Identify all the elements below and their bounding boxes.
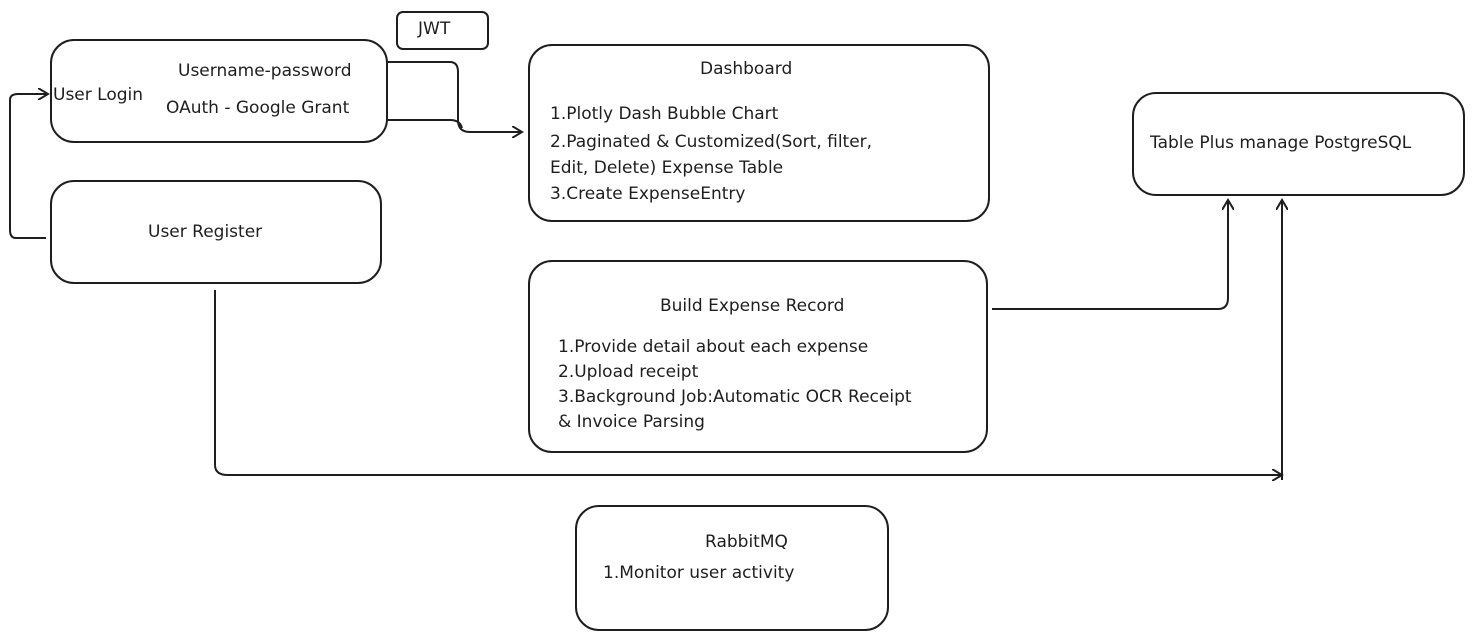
rabbitmq-box bbox=[575, 505, 889, 631]
postgresql-label: Table Plus manage PostgreSQL bbox=[1150, 133, 1412, 153]
register-to-login-arrow bbox=[9, 94, 48, 239]
rabbitmq-title: RabbitMQ bbox=[705, 532, 788, 552]
postgresql-box bbox=[1132, 92, 1465, 196]
expense-record-item: 3.Background Job:Automatic OCR Receipt bbox=[558, 387, 912, 407]
user-register-box bbox=[50, 180, 382, 284]
login-to-dashboard-arrow bbox=[388, 61, 522, 132]
expense-record-item: & Invoice Parsing bbox=[558, 412, 705, 432]
expense-record-item: 1.Provide detail about each expense bbox=[558, 337, 869, 357]
rabbitmq-item: 1.Monitor user activity bbox=[603, 563, 795, 583]
expense-to-database-arrow bbox=[992, 200, 1228, 310]
dashboard-item: Edit, Delete) Expense Table bbox=[550, 158, 784, 178]
expense-record-box bbox=[528, 260, 988, 453]
dashboard-item: 2.Paginated & Customized(Sort, filter, bbox=[550, 132, 873, 152]
dashboard-item: 1.Plotly Dash Bubble Chart bbox=[550, 104, 779, 124]
dashboard-item: 3.Create ExpenseEntry bbox=[550, 184, 746, 204]
user-login-box bbox=[50, 39, 388, 143]
oauth-to-dashboard-line bbox=[386, 119, 463, 129]
dashboard-box bbox=[528, 44, 990, 222]
oauth-google-option: OAuth - Google Grant bbox=[166, 98, 350, 118]
username-password-option: Username-password bbox=[178, 61, 352, 81]
jwt-token-label: JWT bbox=[418, 19, 451, 39]
expense-record-title: Build Expense Record bbox=[660, 296, 845, 316]
expense-record-item: 2.Upload receipt bbox=[558, 362, 699, 382]
user-login-label: User Login bbox=[53, 85, 144, 105]
user-register-label: User Register bbox=[148, 222, 263, 242]
jwt-token-box bbox=[396, 11, 489, 50]
register-to-bottom-line bbox=[214, 290, 1282, 475]
dashboard-title: Dashboard bbox=[700, 59, 793, 79]
